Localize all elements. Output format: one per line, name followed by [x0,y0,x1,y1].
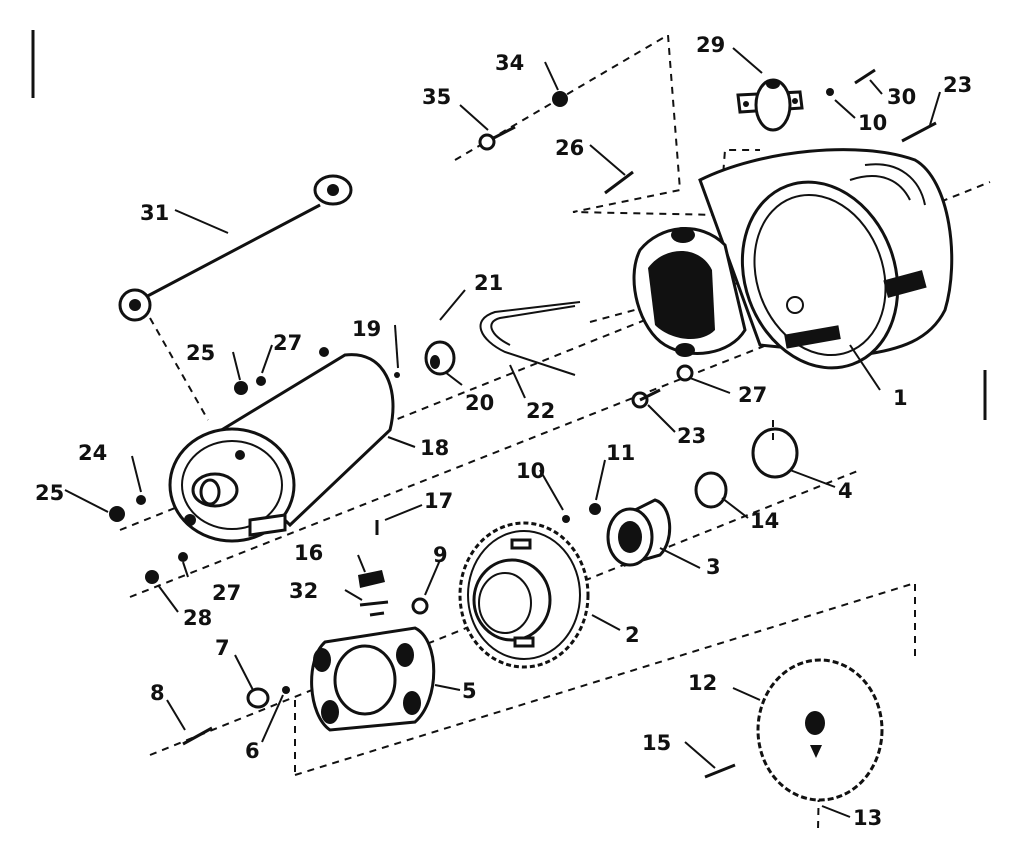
callout-4: 4 [838,479,853,503]
part-terminal-29 [736,78,804,132]
callout-10a: 10 [858,111,887,135]
part-motor-18 [168,347,395,543]
part-ring-4 [751,427,799,479]
callout-25b: 25 [35,481,64,505]
callout-12: 12 [688,671,717,695]
callout-labels: 1 2 3 4 5 6 7 8 9 10 10 11 12 13 14 15 1… [35,33,972,830]
callout-25a: 25 [186,341,215,365]
callout-23a: 23 [943,73,972,97]
callout-11: 11 [606,441,635,465]
callout-3: 3 [706,555,721,579]
callout-13: 13 [853,806,882,830]
callout-19: 19 [352,317,381,341]
callout-18: 18 [420,436,449,460]
callout-6: 6 [245,739,260,763]
part-ring-14 [694,471,728,509]
part-end-cap-5 [310,626,436,732]
part-screws [478,68,937,409]
part-nuts-washers [109,376,266,584]
part-link-rod-31 [118,174,353,322]
part-small-hardware [182,503,601,746]
part-spring-22 [479,301,581,376]
callout-2: 2 [625,623,640,647]
callout-23b: 23 [677,424,706,448]
part-housing-frame [632,148,954,370]
callout-32: 32 [289,579,318,603]
part-cover-disc-12 [704,658,884,802]
callout-1: 1 [893,386,908,410]
leader-lines [64,47,941,818]
callout-27c: 27 [212,581,241,605]
callout-30: 30 [887,85,916,109]
callout-8: 8 [150,681,165,705]
part-bearing-3 [606,498,672,567]
callout-14: 14 [750,509,779,533]
callout-31: 31 [140,201,169,225]
callout-24: 24 [78,441,107,465]
callout-27b: 27 [738,383,767,407]
callout-26: 26 [555,136,584,160]
part-ring-gear-2 [458,521,590,669]
callout-35: 35 [422,85,451,109]
callout-9: 9 [433,543,448,567]
callout-10b: 10 [516,459,545,483]
callout-20: 20 [465,391,494,415]
callout-16: 16 [294,541,323,565]
callout-17: 17 [424,489,453,513]
part-pinion-20 [394,340,456,378]
callout-21: 21 [474,271,503,295]
callout-7: 7 [215,636,230,660]
callout-5: 5 [462,679,477,703]
callout-22: 22 [526,399,555,423]
callout-28: 28 [183,606,212,630]
callout-34: 34 [495,51,524,75]
callout-29: 29 [696,33,725,57]
callout-27a: 27 [273,331,302,355]
callout-15: 15 [642,731,671,755]
